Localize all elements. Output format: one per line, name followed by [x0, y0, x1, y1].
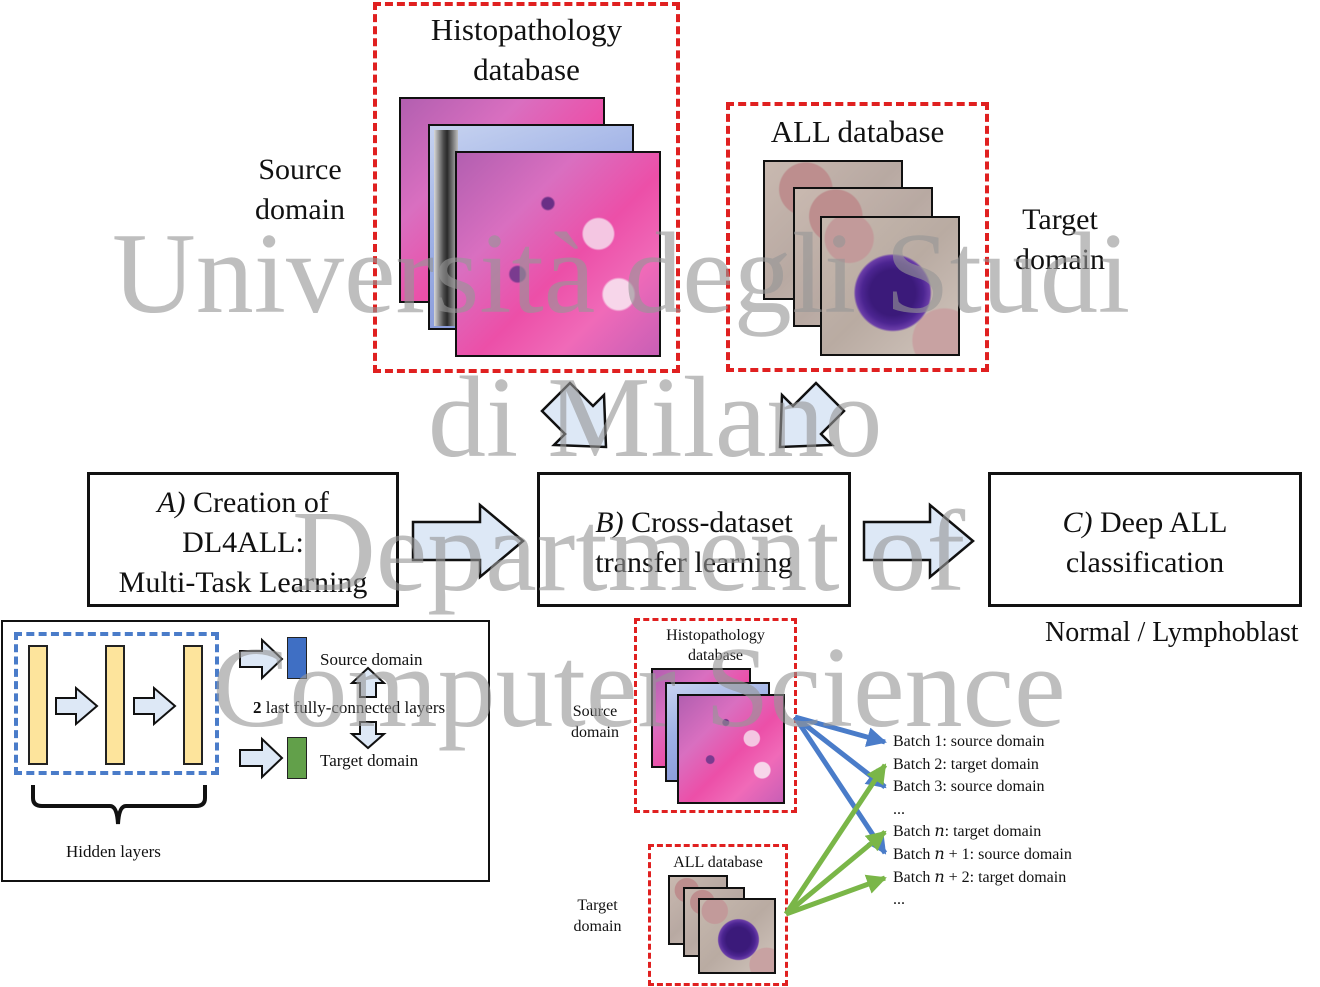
- all-database-title: ALL database: [770, 114, 945, 149]
- batch-target-domain-label: Target domain: [573, 897, 622, 935]
- histopathology-image-front: [455, 151, 661, 357]
- histopathology-database-frame: [373, 2, 680, 373]
- step-a-prefix: A): [157, 486, 186, 519]
- right-arrow-a-to-b-icon: [411, 502, 525, 580]
- all-database-frame: [726, 102, 989, 372]
- batch-item: Batch 1: source domain: [893, 733, 1045, 750]
- hidden-layers-brace-icon: [31, 785, 207, 825]
- batch-all-image-front: [698, 898, 776, 974]
- source-domain-output-block: [287, 637, 307, 679]
- step-b-line2: transfer learning: [595, 546, 793, 579]
- right-arrow-b-to-c-icon: [862, 502, 975, 580]
- blue-arrow-batch-1: [794, 714, 887, 747]
- source-domain-label: Source domain: [255, 153, 345, 226]
- step-b-box: B) Cross-dataset transfer learning: [537, 472, 851, 607]
- step-c-line1: Deep ALL: [1092, 506, 1228, 539]
- step-a-line3: Multi-Task Learning: [118, 566, 368, 599]
- batch-histo-title: Histopathology database: [666, 627, 765, 664]
- blue-arrow-batch-n1: [792, 715, 888, 855]
- batch-histo-image-front: [677, 694, 785, 804]
- histo-title-line1: Histopathology: [430, 12, 623, 47]
- green-arrow-batch-2: [783, 763, 888, 916]
- batch-item: Batch 𝑛 + 2: target domain: [893, 868, 1067, 886]
- batch-item: Batch 𝑛 + 1: source domain: [893, 845, 1072, 863]
- fully-connected-layers-label: 2 last fully-connected layers: [253, 698, 446, 717]
- batch-item: ...: [893, 800, 905, 818]
- batch-item: Batch 2: target domain: [893, 755, 1039, 773]
- target-head-arrow-icon: [239, 736, 284, 780]
- mtl-source-domain-label: Source domain: [320, 650, 423, 669]
- histopathology-image-strip: [434, 130, 458, 326]
- hidden-layer-3: [183, 645, 203, 765]
- step-b-prefix: B): [595, 506, 624, 539]
- step-c-line2: classification: [1065, 546, 1225, 579]
- mtl-target-domain-label: Target domain: [320, 751, 419, 770]
- source-head-arrow-icon: [239, 637, 284, 681]
- batch-item: ...: [893, 891, 905, 909]
- up-arrow-icon: [349, 666, 387, 698]
- step-b-line1: Cross-dataset: [623, 506, 793, 539]
- batch-source-domain-label: Source domain: [571, 703, 619, 741]
- green-arrow-batch-n: [784, 830, 887, 916]
- step-c-prefix: C): [1062, 506, 1093, 539]
- layer-arrow-2-icon: [133, 685, 177, 727]
- all-image-front: [820, 216, 960, 356]
- green-arrow-batch-n2: [785, 874, 887, 917]
- classification-output-label: Normal / Lymphoblast: [1045, 617, 1299, 648]
- batch-list: Batch 1: source domain Batch 2: target d…: [893, 731, 1072, 912]
- step-c-box: C) Deep ALL classification: [988, 472, 1302, 607]
- histo-title-line2: database: [473, 52, 580, 87]
- step-a-line1: Creation of: [185, 486, 329, 519]
- hidden-layer-1: [28, 645, 48, 765]
- target-domain-label: Target domain: [1015, 203, 1105, 276]
- batch-item: Batch 3: source domain: [893, 778, 1045, 796]
- step-a-line2: DL4ALL:: [182, 526, 304, 559]
- layer-arrow-1-icon: [55, 685, 99, 727]
- batch-item: Batch 𝑛: target domain: [893, 823, 1042, 841]
- hidden-layer-2: [105, 645, 125, 765]
- hidden-layers-frame: [14, 632, 219, 775]
- diagonal-arrow-right-icon: [778, 381, 846, 449]
- diagonal-arrow-left-icon: [540, 381, 608, 449]
- histopathology-database-title: Histopathology database: [373, 10, 680, 90]
- hidden-layers-label: Hidden layers: [66, 842, 161, 861]
- target-domain-output-block: [287, 737, 307, 779]
- down-arrow-icon: [349, 721, 387, 750]
- batch-all-title: ALL database: [673, 854, 763, 871]
- step-a-box: A) Creation of DL4ALL: Multi-Task Learni…: [87, 472, 399, 607]
